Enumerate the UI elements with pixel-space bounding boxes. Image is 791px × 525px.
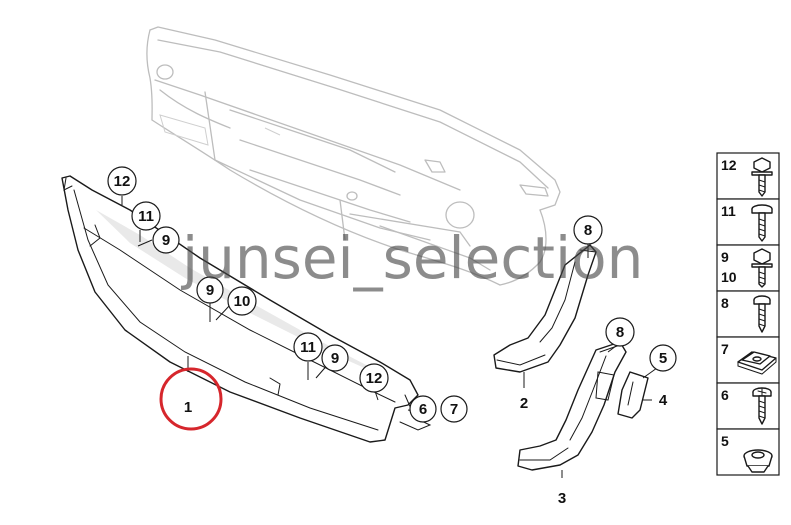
legend-label-5: 5 [721, 433, 729, 449]
hex-bolt-icon [751, 248, 773, 288]
callout-label: 11 [300, 339, 316, 356]
callout-11-low: 11 [293, 332, 323, 362]
callout-label: 6 [419, 401, 427, 418]
callout-label: 8 [584, 222, 592, 239]
legend-label-11: 11 [721, 203, 736, 219]
callout-label: 9 [162, 232, 170, 249]
callout-label: 9 [206, 282, 214, 299]
legend-label-12: 12 [721, 157, 737, 173]
label-part-3: 3 [558, 490, 566, 507]
callout-label: 12 [366, 370, 383, 387]
spring-nut-icon [737, 351, 777, 375]
legend-label-7: 7 [721, 341, 729, 357]
callout-7: 7 [440, 395, 468, 423]
callout-12-low: 12 [359, 363, 389, 393]
callout-10-mid: 10 [227, 286, 257, 316]
watermark-text: junsei_selection [180, 224, 643, 292]
callout-label: 12 [114, 173, 131, 190]
fastener-legend: 12 11 9 10 8 [716, 152, 780, 476]
callout-5: 5 [649, 344, 677, 372]
bracket-right [517, 341, 627, 471]
callout-12-top: 12 [107, 166, 137, 196]
callout-label: 10 [234, 293, 251, 310]
pan-head-screw-icon [751, 204, 773, 242]
expanding-clip-icon [743, 449, 773, 473]
hex-flange-bolt-icon [751, 157, 773, 197]
label-part-2: 2 [520, 395, 528, 412]
callout-8-low: 8 [605, 317, 635, 347]
legend-label-10: 10 [721, 269, 737, 285]
callout-9-top: 9 [152, 226, 180, 254]
callout-8-top: 8 [573, 215, 603, 245]
callout-9-mid: 9 [196, 276, 224, 304]
callout-label: 7 [450, 401, 458, 418]
callout-label: 9 [331, 350, 339, 367]
label-part-1: 1 [184, 399, 192, 416]
bumper-outline [146, 26, 561, 286]
leader-lines [121, 196, 658, 478]
legend-label-9: 9 [721, 249, 729, 265]
callout-11-top: 11 [131, 201, 161, 231]
self-tapping-screw-icon [753, 295, 771, 333]
highlight-circle [159, 367, 223, 431]
legend-label-6: 6 [721, 387, 729, 403]
callout-9-low: 9 [321, 344, 349, 372]
label-part-4: 4 [659, 392, 668, 409]
callout-label: 5 [659, 350, 667, 367]
callout-label: 11 [138, 208, 154, 225]
callout-6: 6 [409, 395, 437, 423]
callout-label: 8 [616, 324, 624, 341]
cover-4 [617, 371, 649, 419]
bracket-left [493, 244, 597, 373]
sheet-metal-screw-icon [752, 387, 772, 425]
legend-label-8: 8 [721, 295, 729, 311]
